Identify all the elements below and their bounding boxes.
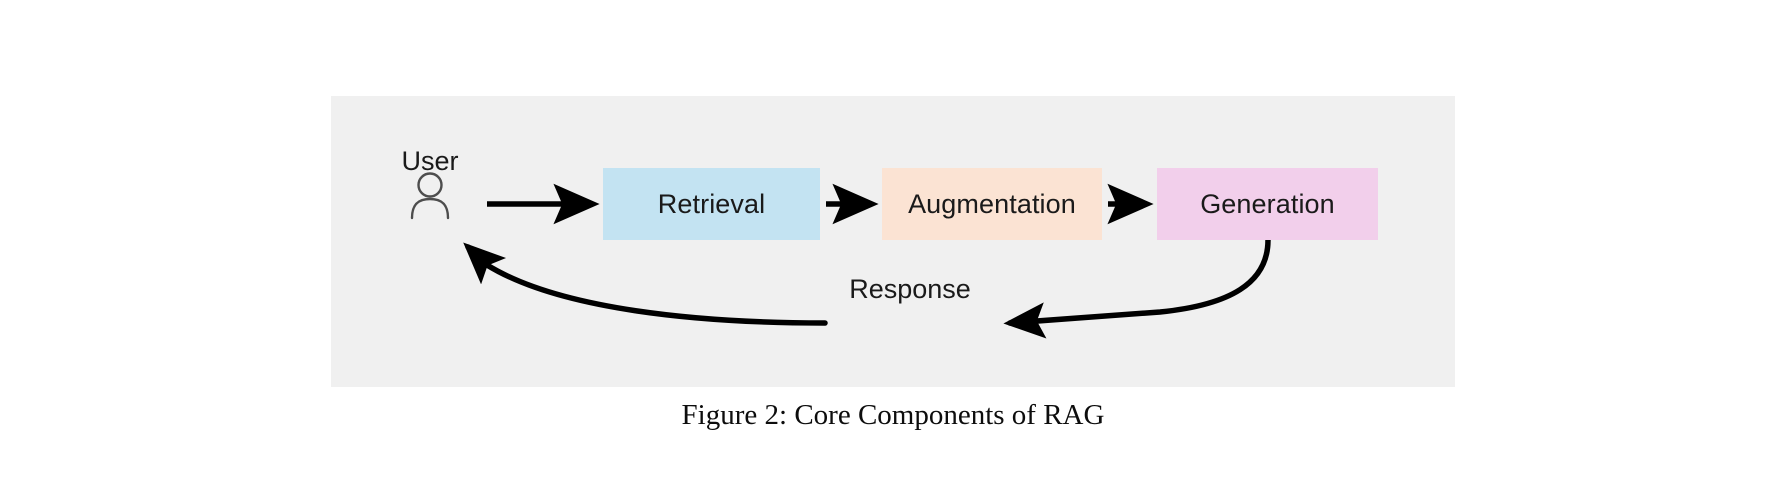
stage-box-generation[interactable]: Generation [1157,168,1378,240]
stage-label-retrieval: Retrieval [657,188,766,219]
diagram-panel [331,96,1455,387]
stage-label-generation: Generation [1200,188,1335,219]
stage-box-augmentation[interactable]: Augmentation [882,168,1102,240]
user-label: User [401,146,459,176]
stage-box-retrieval[interactable]: Retrieval [603,168,820,240]
figure-caption: Figure 2: Core Components of RAG [681,399,1105,431]
response-edge-label: Response [810,272,1010,307]
stage-label-augmentation: Augmentation [908,188,1076,219]
